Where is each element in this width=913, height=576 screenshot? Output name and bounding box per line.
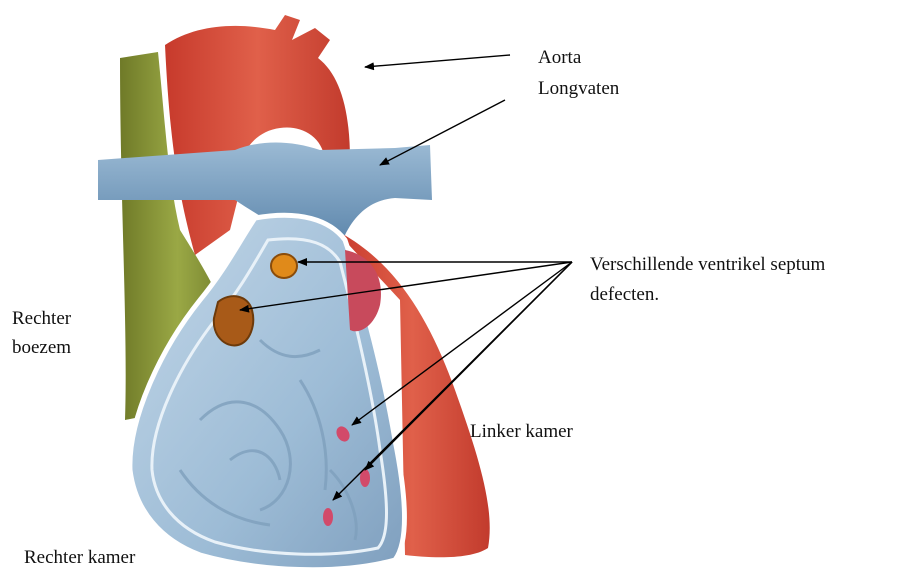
- label-longvaten: Longvaten: [538, 78, 620, 99]
- label-linker-kamer: Linker kamer: [470, 421, 574, 442]
- label-septum-line1: Verschillende ventrikel septum: [590, 254, 826, 275]
- label-septum-line2: defecten.: [590, 284, 659, 305]
- arrow-defect-3: [352, 262, 572, 425]
- label-rechter-kamer: Rechter kamer: [24, 547, 136, 568]
- label-aorta: Aorta: [538, 47, 582, 68]
- septal-defect-5: [323, 508, 333, 526]
- septal-defect-2: [214, 296, 253, 345]
- septal-defect-1: [271, 254, 297, 278]
- label-rechter-boezem-line1: Rechter: [12, 308, 72, 329]
- label-rechter-boezem-line2: boezem: [12, 337, 71, 358]
- arrow-longvaten: [380, 100, 505, 165]
- arrow-aorta: [365, 55, 510, 67]
